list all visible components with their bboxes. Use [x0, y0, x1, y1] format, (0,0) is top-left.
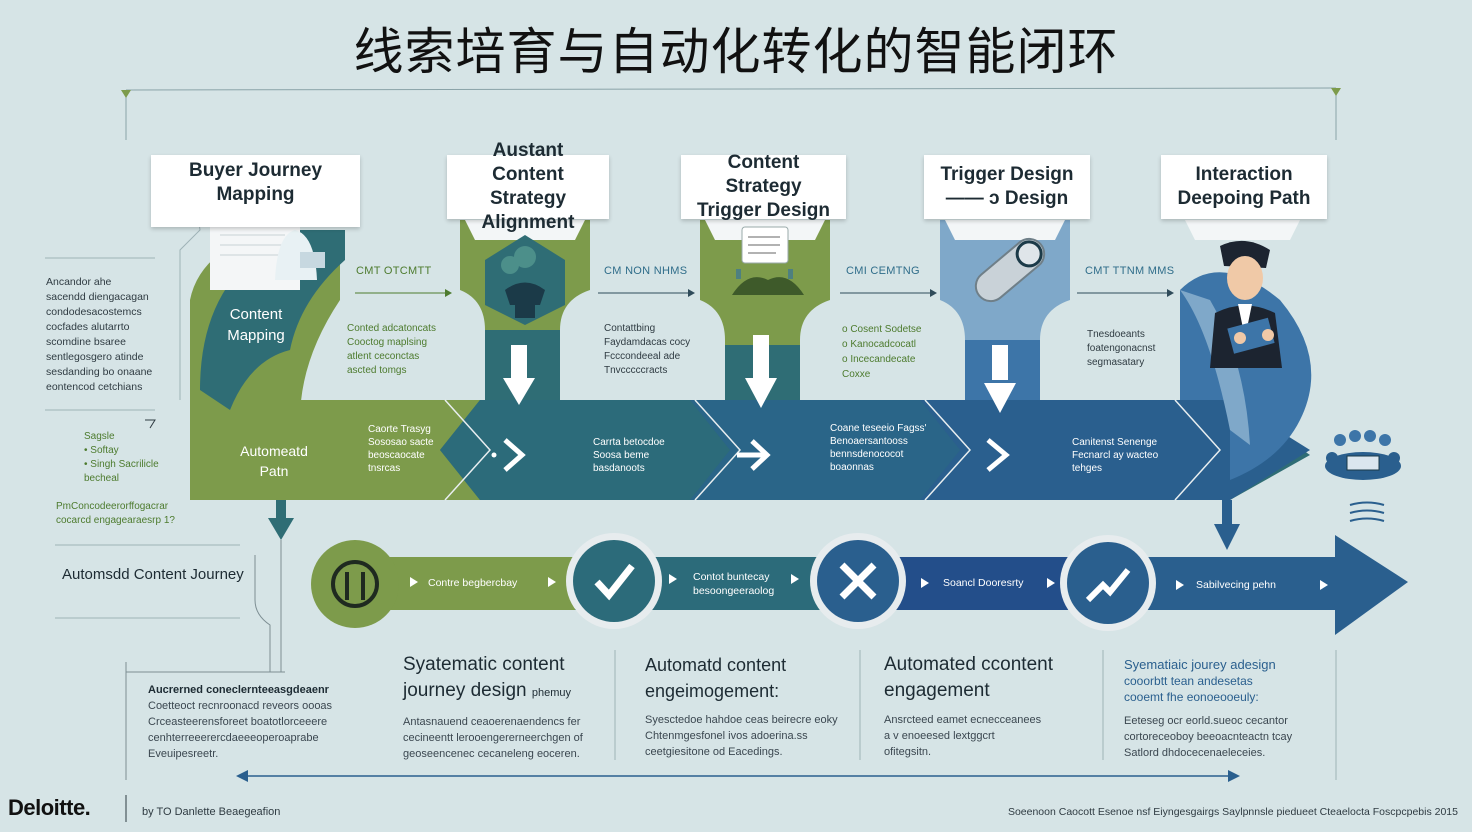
byline: by TO Danlette Beaegeafion [142, 806, 281, 818]
stage-4-title-line1: Trigger Design [940, 164, 1074, 185]
band-green [300, 400, 480, 500]
stage-label-buyer-journey: Buyer Journey Mapping [151, 155, 360, 227]
bottom-col-1: Syatematic content journey design phemuy… [403, 654, 583, 760]
track-label-3: Soancl Dooresrty [943, 577, 1024, 589]
landscape-card-icon [732, 226, 804, 295]
arrow-label-1: CMT OTCMTT [356, 265, 432, 277]
stage-label-interaction: Interaction Deepoing Path [1161, 155, 1327, 219]
down-arrow-2 [745, 335, 777, 408]
bottom-col-2: Automatd content engeimogement: Syescted… [645, 655, 838, 758]
footer-right-note: Soeenoon Caocott Esenoe nsf Eiyngesgairg… [1007, 806, 1458, 818]
marker-left [121, 90, 131, 98]
journey-label: Automsdd Content Journey [62, 566, 244, 583]
left-bottom-box: Aucrerned coneclernteeasgdeaenr Coetteoc… [148, 684, 333, 760]
page-title: 线索培育与自动化转化的智能闭环 [353, 23, 1119, 81]
track-label-1: Contre begbercbay [428, 577, 518, 589]
play-circle-icon [311, 540, 399, 628]
bottom-col-4: Syematiaic jourey adesign cooorbtt tean … [1124, 657, 1293, 759]
stage-1-title: Buyer Journey Mapping [188, 160, 323, 205]
track-label-4: Sabilvecing pehn [1196, 579, 1276, 591]
chevron-right-icon-1 [491, 438, 526, 472]
arrow-label-3: CMI CEMTNG [846, 265, 920, 277]
trigger-pill-icon [974, 237, 1046, 303]
person-pedestal-icon [485, 235, 565, 325]
x-icon [810, 533, 906, 629]
brand-logo: Deloitte. [8, 795, 91, 820]
businessman-icon [1210, 240, 1282, 368]
stage-3-title-line1: Content Strategy [725, 152, 802, 197]
bottom-col-3: Automated ccontent engagement Ansrcteed … [884, 654, 1053, 758]
arrow-label-4: CMT TTNM MMS [1085, 265, 1175, 277]
arrow-label-2: CM NON NHMS [604, 265, 688, 277]
down-arrow-left [268, 500, 294, 540]
stage-5-title-line1: Interaction [1195, 164, 1293, 185]
stage-2-title-line2: Strategy Alignment [481, 188, 575, 233]
stage-label-trigger-design: Trigger Design —— ɔ Design [924, 155, 1090, 219]
stage-label-content-strategy: Content Strategy Trigger Design [681, 152, 846, 221]
stage-3-title-line2: Trigger Design [696, 200, 831, 221]
team-icon [1325, 430, 1401, 480]
stage-label-strategy-alignment: Austant Content Strategy Alignment [447, 140, 609, 233]
down-arrow-1 [503, 345, 535, 405]
trend-icon [1060, 535, 1156, 631]
down-arrow-right [1214, 500, 1240, 550]
stage-5-title-line2: Deepoing Path [1177, 188, 1311, 209]
stage-2-title-line1: Austant Content [492, 140, 564, 185]
arrow-right-icon [737, 439, 771, 471]
chevron-right-icon-2 [986, 438, 1010, 472]
stage-4-title-line2: —— ɔ Design [945, 188, 1069, 209]
down-arrow-3 [984, 345, 1016, 413]
left-bullets: Sagsle• Softay• Singh Sacrilicle becheal [84, 431, 159, 484]
check-icon [566, 533, 662, 629]
